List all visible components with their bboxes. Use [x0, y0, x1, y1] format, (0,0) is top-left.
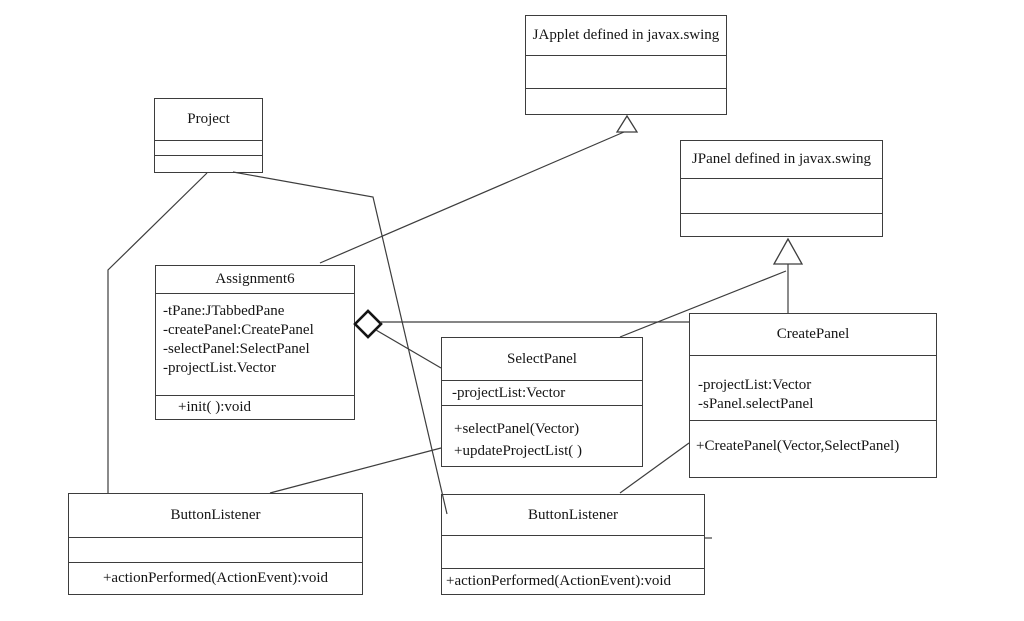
method: +selectPanel(Vector) — [454, 421, 580, 437]
method: +actionPerformed(ActionEvent):void — [102, 570, 329, 586]
class-japplet-title: JApplet defined in javax.swing — [526, 16, 726, 56]
class-project: Project — [154, 98, 263, 173]
class-assignment6: Assignment6 -tPane:JTabbedPane -createPa… — [155, 265, 355, 420]
class-createpanel-title: CreatePanel — [690, 314, 936, 356]
attribute: -selectPanel:SelectPanel — [163, 341, 310, 357]
class-selectpanel-attributes: -projectList:Vector — [442, 381, 642, 406]
class-project-attributes — [155, 141, 262, 156]
class-selectpanel-methods: +selectPanel(Vector) +updateProjectList(… — [442, 406, 642, 466]
aggregation-line-assignment6-selectpanel — [375, 329, 442, 369]
class-project-methods — [155, 156, 262, 172]
class-selectpanel: SelectPanel -projectList:Vector +selectP… — [441, 337, 643, 467]
class-buttonlistener-right-title: ButtonListener — [442, 495, 704, 536]
generalization-arrowhead-japplet-icon — [615, 114, 639, 133]
attribute: -projectList.Vector — [163, 360, 276, 376]
class-jpanel: JPanel defined in javax.swing — [680, 140, 883, 237]
method: +init( ):void — [178, 399, 252, 415]
class-buttonlistener-left-methods: +actionPerformed(ActionEvent):void — [69, 563, 362, 594]
generalization-line-assignment6-japplet — [319, 131, 625, 264]
class-selectpanel-title: SelectPanel — [442, 338, 642, 381]
method: +updateProjectList( ) — [454, 443, 583, 459]
class-createpanel-methods: +CreatePanel(Vector,SelectPanel) — [690, 421, 936, 477]
association-buttonlistener-left-selectpanel — [269, 447, 442, 494]
class-assignment6-methods: +init( ):void — [156, 396, 354, 419]
class-assignment6-title: Assignment6 — [156, 266, 354, 294]
class-buttonlistener-left-title: ButtonListener — [69, 494, 362, 538]
class-japplet-methods — [526, 89, 726, 114]
attribute: -sPanel.selectPanel — [698, 396, 814, 412]
class-buttonlistener-right: ButtonListener +actionPerformed(ActionEv… — [441, 494, 705, 595]
class-project-title: Project — [155, 99, 262, 141]
method: +actionPerformed(ActionEvent):void — [446, 573, 672, 589]
class-japplet: JApplet defined in javax.swing — [525, 15, 727, 115]
class-createpanel-attributes: -projectList:Vector -sPanel.selectPanel — [690, 356, 936, 421]
class-buttonlistener-left-attributes — [69, 538, 362, 563]
class-assignment6-attributes: -tPane:JTabbedPane -createPanel:CreatePa… — [156, 294, 354, 396]
class-buttonlistener-left: ButtonListener +actionPerformed(ActionEv… — [68, 493, 363, 595]
class-jpanel-methods — [681, 214, 882, 236]
class-buttonlistener-right-attributes — [442, 536, 704, 569]
generalization-arrowhead-jpanel-icon — [772, 237, 804, 265]
attribute: -projectList:Vector — [452, 385, 566, 401]
class-createpanel: CreatePanel -projectList:Vector -sPanel.… — [689, 313, 937, 478]
attribute: -createPanel:CreatePanel — [163, 322, 314, 338]
class-japplet-attributes — [526, 56, 726, 89]
aggregation-diamond-icon — [353, 309, 383, 339]
class-jpanel-attributes — [681, 179, 882, 214]
method: +CreatePanel(Vector,SelectPanel) — [696, 438, 900, 454]
class-buttonlistener-right-methods: +actionPerformed(ActionEvent):void — [442, 569, 704, 594]
attribute: -tPane:JTabbedPane — [163, 303, 285, 319]
class-jpanel-title: JPanel defined in javax.swing — [681, 141, 882, 179]
attribute: -projectList:Vector — [698, 377, 812, 393]
